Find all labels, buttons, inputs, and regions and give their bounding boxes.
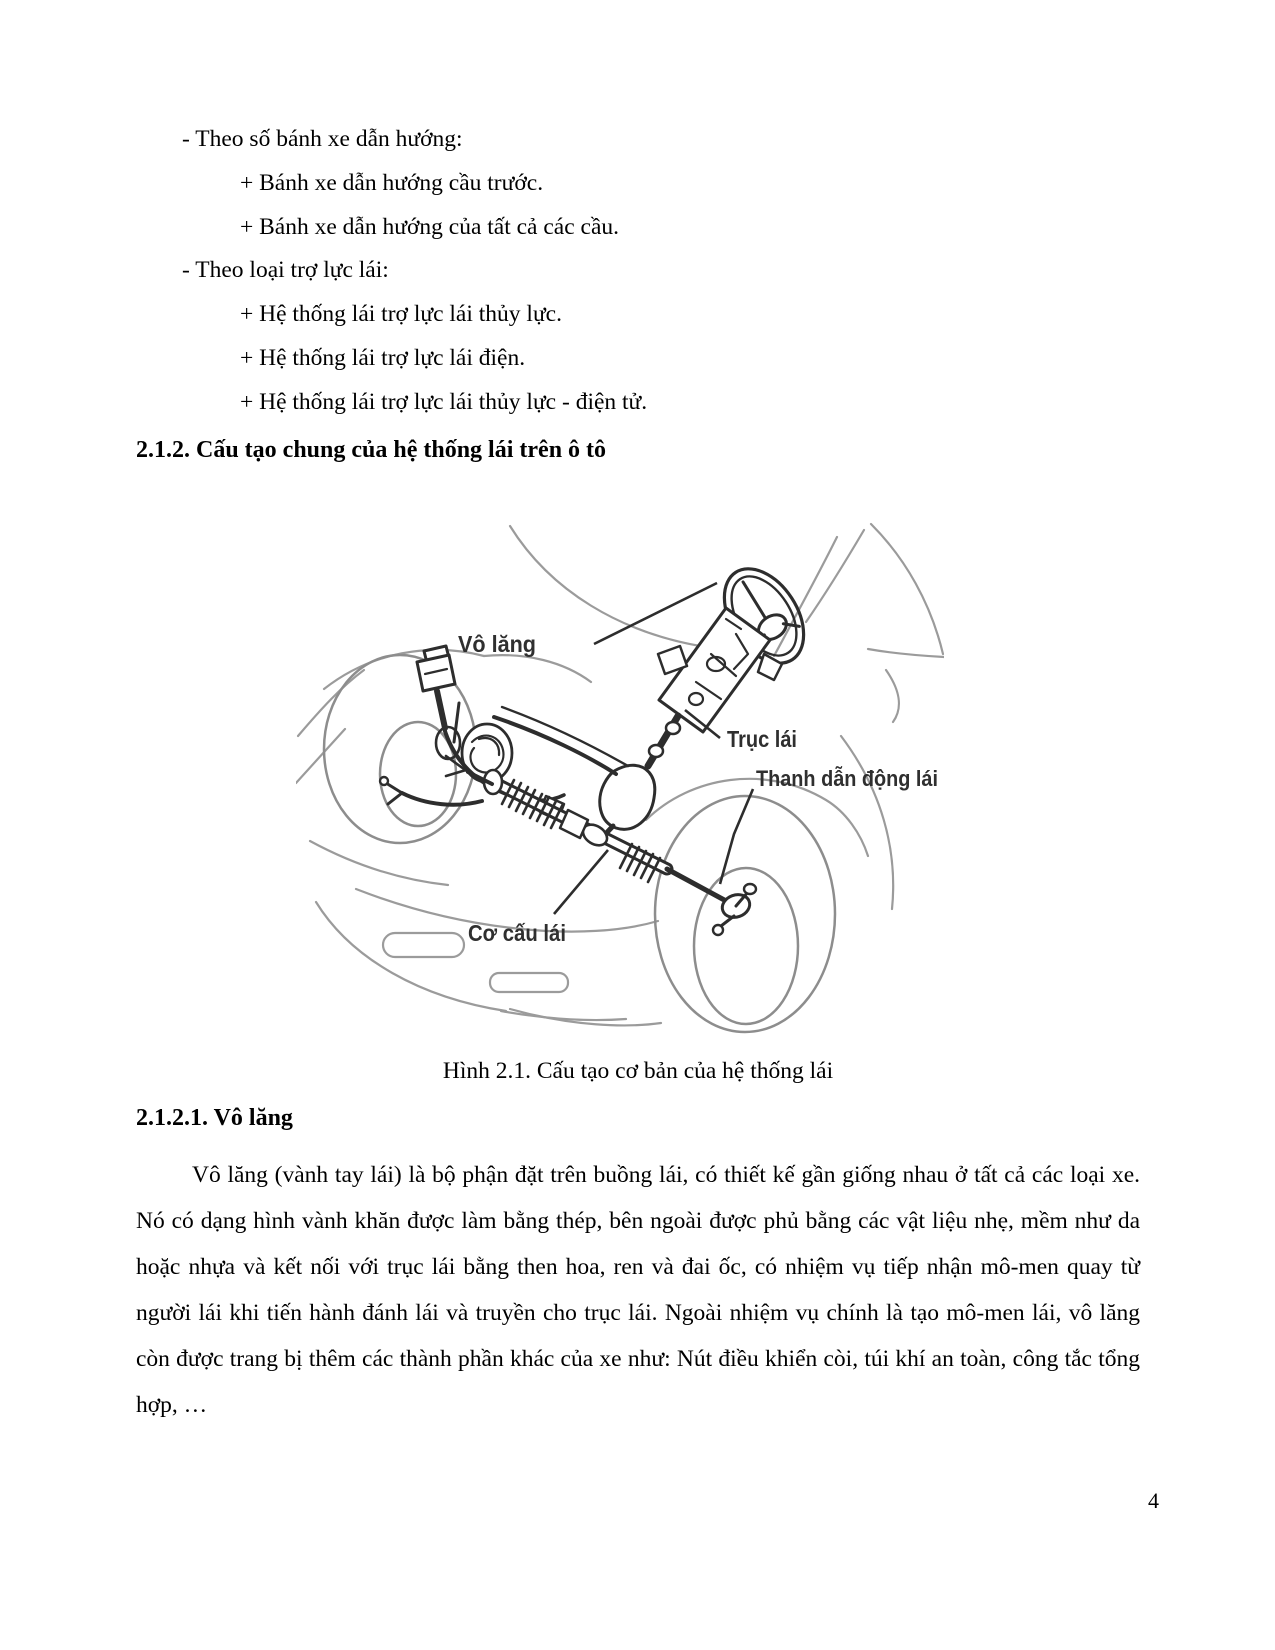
leader-steering-shaft [684, 708, 721, 739]
figure-2-1: Vô lăng Trục lái Thanh dẫn động lái Cơ c… [136, 504, 1140, 1040]
figure-label-steering-linkage: Thanh dẫn động lái [756, 766, 938, 791]
classification-item: + Hệ thống lái trợ lực lái thủy lực. [240, 301, 562, 328]
tie-rod-drawing [664, 866, 758, 936]
classification-item: + Bánh xe dẫn hướng cầu trước. [240, 169, 544, 196]
left-wheel-rim-drawing [378, 720, 458, 827]
figure-labels: Vô lăng Trục lái Thanh dẫn động lái Cơ c… [458, 631, 938, 946]
figure-label-steering-shaft: Trục lái [727, 726, 797, 752]
figure-label-steering-wheel: Vô lăng [458, 631, 536, 657]
car-body-outline [296, 522, 944, 1027]
classification-item: + Hệ thống lái trợ lực lái điện. [240, 344, 526, 371]
steering-system-diagram: Vô lăng Trục lái Thanh dẫn động lái Cơ c… [296, 522, 944, 1033]
classification-item: + Bánh xe dẫn hướng của tất cả các cầu. [240, 213, 619, 240]
right-wheel-rim-drawing [692, 866, 800, 1025]
page-number: 4 [1148, 1488, 1159, 1513]
figure-label-steering-gear: Cơ cấu lái [468, 920, 566, 946]
page-content: - Theo số bánh xe dẫn hướng: + Bánh xe d… [136, 118, 1140, 1428]
classification-item: - Theo loại trợ lực lái: [182, 257, 389, 284]
leader-steering-gear [553, 848, 609, 915]
section-heading-212: 2.1.2. Cấu tạo chung của hệ thống lái tr… [136, 436, 607, 463]
leader-steering-wheel [593, 581, 718, 645]
rack-pinion-drawing [444, 754, 674, 883]
classification-item: + Hệ thống lái trợ lực lái thủy lực - đi… [240, 388, 648, 415]
steering-shaft-drawing [596, 712, 682, 844]
leader-steering-linkage [718, 788, 755, 884]
steering-mechanism-drawing [378, 566, 806, 936]
section-heading-2121: 2.1.2.1. Vô lăng [136, 1104, 293, 1131]
body-paragraph: Vô lăng (vành tay lái) là bộ phận đặt tr… [136, 1161, 1140, 1418]
figure-caption: Hình 2.1. Cấu tạo cơ bản của hệ thống lá… [442, 1057, 834, 1084]
leader-lines [553, 581, 755, 915]
steering-column-drawing [656, 606, 784, 734]
classification-item: - Theo số bánh xe dẫn hướng: [182, 126, 463, 152]
front-wheels-drawing [322, 653, 837, 1033]
right-wheel-drawing [653, 794, 837, 1033]
